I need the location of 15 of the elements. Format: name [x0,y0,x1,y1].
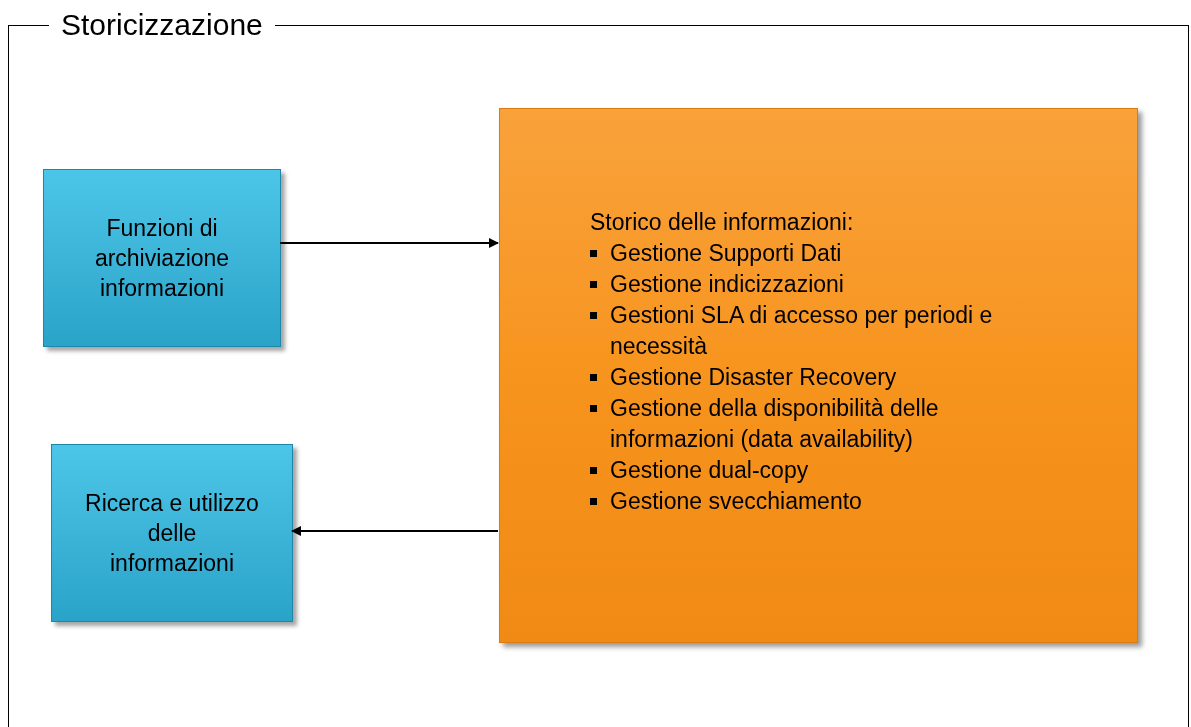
bullet-item: Gestione svecchiamento [590,486,1027,517]
content-box [499,108,1138,643]
box-heading: Storico delle informazioni: [590,208,855,237]
box-text: Funzioni di archiviazione informazioni [93,214,231,303]
bullet-item: Gestione indicizzazioni [590,269,1027,300]
bullet-item: Gestione Disaster Recovery [590,362,1027,393]
bullet-item: Gestione dual-copy [590,455,1027,486]
bullet-item: Gestione Supporti Dati [590,238,1027,269]
process-box [51,444,293,622]
process-box [43,169,281,347]
bullet-item: Gestione della disponibilità delle informazioni (data availability) [590,393,1027,455]
bullet-item: Gestioni SLA di accesso per periodi e necessità [590,300,1027,362]
arrow [279,238,499,248]
arrow [291,526,499,536]
box-text: Ricerca e utilizzo delle informazioni [84,489,260,578]
